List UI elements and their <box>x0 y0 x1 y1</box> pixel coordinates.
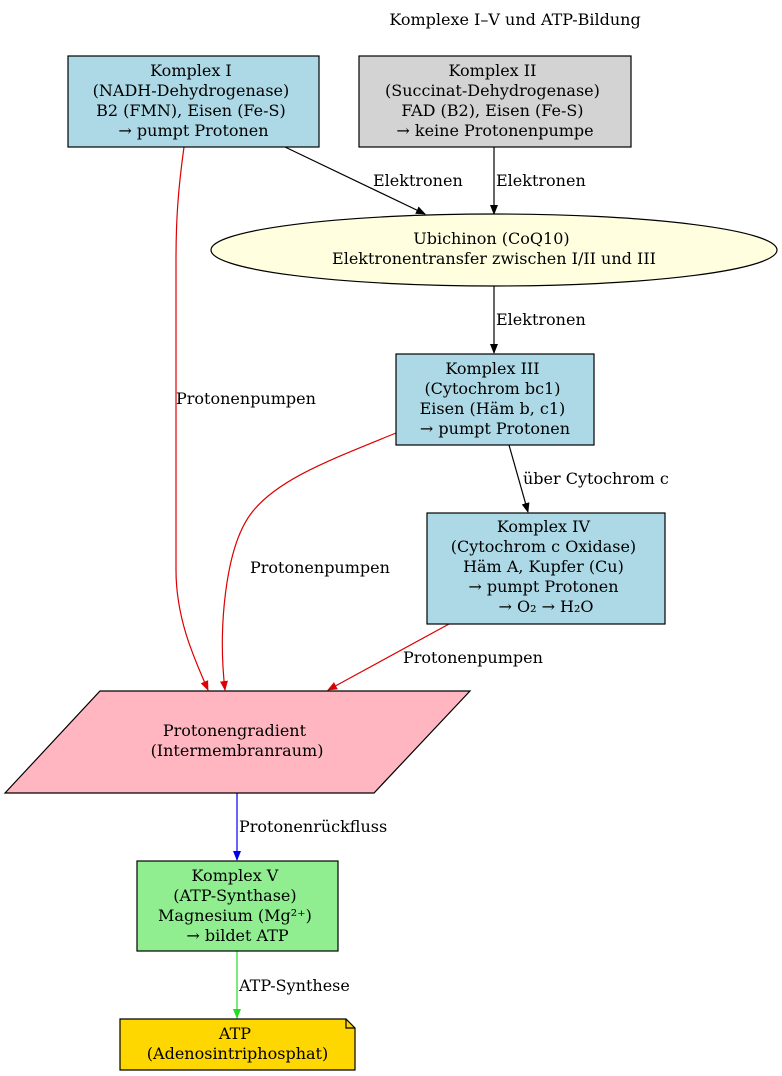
edge-label-c5-to-atp: ATP-Synthese <box>238 976 350 995</box>
node-complex2: Komplex II (Succinat-Dehydrogenase) FAD … <box>358 55 632 148</box>
atp-line-2: (Adenosintriphosphat) <box>147 1044 328 1063</box>
svg-text:Komplex II (Succinat-Deh: Komplex II (Succinat-Dehydrogenase) FAD … <box>385 61 605 140</box>
atp-line-1: ATP <box>218 1024 251 1043</box>
node-complex1: Komplex I (NADH-Dehydrogenase) B2 (FMN),… <box>67 55 320 148</box>
complex5-line-1: Komplex V <box>192 866 279 885</box>
diagram-title: Komplexe I–V und ATP-Bildung <box>389 10 640 29</box>
edge-c1-to-ubiquinone <box>284 146 426 215</box>
node-complex5: Komplex V (ATP-Synthase) Magnesium (Mg²⁺… <box>136 860 339 952</box>
svg-text:ATP (Adenosintriphosphat: ATP (Adenosintriphosphat) <box>147 1024 328 1063</box>
complex3-line-4: → pumpt Protonen <box>420 419 570 438</box>
edge-c3-to-c4 <box>508 444 530 513</box>
gradient-line-1: Protonengradient <box>163 721 307 740</box>
svg-text:Komplex IV (Cytochrom c: Komplex IV (Cytochrom c Oxidase) Häm A, … <box>451 517 642 616</box>
svg-text:Komplex III (Cytochrom b: Komplex III (Cytochrom bc1) Eisen (Häm b… <box>420 359 571 438</box>
edges: Elektronen Elektronen Elektronen über Cy… <box>175 146 669 1019</box>
edge-label-c1-to-ubiquinone: Elektronen <box>373 171 463 190</box>
complex2-line-3: FAD (B2), Eisen (Fe-S) <box>401 101 583 120</box>
edge-label-c3-to-gradient: Protonenpumpen <box>250 558 390 577</box>
edge-c4-to-gradient <box>327 623 450 691</box>
complex1-line-3: B2 (FMN), Eisen (Fe-S) <box>96 101 286 120</box>
complex5-line-4: → bildet ATP <box>186 926 289 945</box>
complex2-line-4: → keine Protonenpumpe <box>396 121 593 140</box>
note-fold-icon <box>345 1019 355 1029</box>
complex4-line-4: → pumpt Protonen <box>468 577 618 596</box>
svg-text:Ubichinon (CoQ10) Elektr: Ubichinon (CoQ10) Elektronentransfer zwi… <box>332 229 656 268</box>
edge-label-c4-to-gradient: Protonenpumpen <box>403 648 543 667</box>
complex2-line-1: Komplex II <box>449 61 537 80</box>
complex4-line-5: → O₂ → H₂O <box>498 597 593 616</box>
edge-label-gradient-to-c5: Protonenrückfluss <box>239 817 387 836</box>
complex3-line-3: Eisen (Häm b, c1) <box>420 399 566 418</box>
node-complex3: Komplex III (Cytochrom bc1) Eisen (Häm b… <box>395 353 595 446</box>
svg-text:Komplex V (ATP-Synthase): Komplex V (ATP-Synthase) Magnesium (Mg²⁺… <box>158 866 317 945</box>
complex1-line-4: → pumpt Protonen <box>118 121 268 140</box>
complex4-line-1: Komplex IV <box>497 517 591 536</box>
ubiquinone-line-2: Elektronentransfer zwischen I/II und III <box>332 249 656 268</box>
complex2-line-2: (Succinat-Dehydrogenase) <box>385 81 600 100</box>
complex5-line-3: Magnesium (Mg²⁺) <box>158 906 312 925</box>
edge-label-c1-to-gradient: Protonenpumpen <box>176 389 316 408</box>
node-complex4: Komplex IV (Cytochrom c Oxidase) Häm A, … <box>426 512 666 625</box>
complex4-line-3: Häm A, Kupfer (Cu) <box>463 557 624 576</box>
edge-label-ubiquinone-to-c3: Elektronen <box>496 310 586 329</box>
complex4-line-2: (Cytochrom c Oxidase) <box>451 537 636 556</box>
node-atp: ATP (Adenosintriphosphat) <box>119 1018 356 1071</box>
edge-c3-to-gradient <box>219 432 397 691</box>
ubiquinone-line-1: Ubichinon (CoQ10) <box>413 229 569 248</box>
node-proton-gradient: Protonengradient (Intermembranraum) <box>3 690 472 794</box>
complex1-line-2: (NADH-Dehydrogenase) <box>93 81 290 100</box>
gradient-line-2: (Intermembranraum) <box>151 741 324 760</box>
edge-c1-to-gradient <box>175 146 209 691</box>
svg-text:Protonengradient (Interm: Protonengradient (Intermembranraum) <box>151 721 324 760</box>
complex3-line-2: (Cytochrom bc1) <box>424 379 560 398</box>
svg-text:Komplex I (NADH-Dehydrog: Komplex I (NADH-Dehydrogenase) B2 (FMN),… <box>93 61 295 140</box>
complex1-line-1: Komplex I <box>150 61 232 80</box>
node-ubiquinone: Ubichinon (CoQ10) Elektronentransfer zwi… <box>210 213 778 287</box>
complex3-line-1: Komplex III <box>445 359 539 378</box>
complex5-line-2: (ATP-Synthase) <box>173 886 296 905</box>
edge-label-c3-to-c4: über Cytochrom c <box>523 469 669 488</box>
edge-label-c2-to-ubiquinone: Elektronen <box>496 171 586 190</box>
